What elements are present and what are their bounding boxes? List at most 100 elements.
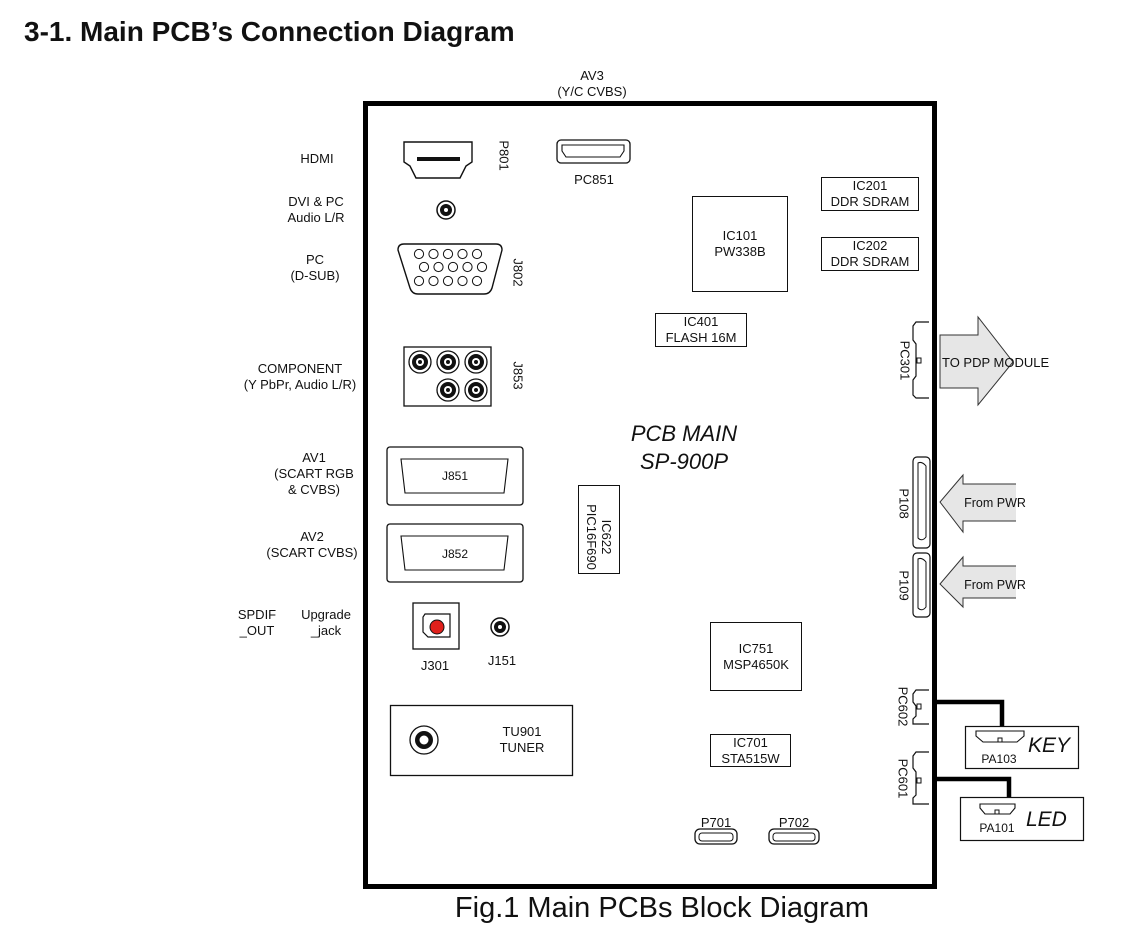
board-name: PCB MAIN SP-900P (604, 420, 764, 476)
chip-ic201-id: IC201 (852, 178, 888, 193)
dsub-pin (418, 261, 430, 273)
key-cable (937, 699, 1005, 726)
label-av1-line3: & CVBS) (287, 482, 340, 497)
label-hdmi: HDMI (280, 151, 354, 167)
label-av1: AV1 (SCART RGB & CVBS) (262, 450, 366, 498)
chip-ic201-part: DDR SDRAM (830, 194, 910, 209)
led-cable (937, 776, 1012, 797)
label-av3-line1: AV3 (580, 68, 604, 83)
dsub-pin (442, 248, 454, 260)
label-av1-line2: (SCART RGB (274, 466, 354, 481)
chip-ic751: IC751 MSP4650K (710, 622, 802, 691)
chip-ic101: IC101 PW338B (692, 196, 788, 292)
label-upgrade-line1: Upgrade (301, 607, 351, 622)
label-spdif: SPDIF _OUT (232, 607, 282, 639)
to-pdp-arrow (939, 315, 1014, 407)
rca-jack-icon (408, 350, 432, 374)
connector-p702: P702 (778, 815, 810, 830)
dsub-pin (471, 248, 483, 260)
board-name-line1: PCB MAIN (630, 421, 738, 446)
chip-ic622-id: IC622 (599, 519, 614, 555)
led-connector-label: PA101 (979, 821, 1015, 835)
connector-pc301: PC301 (897, 340, 913, 381)
figure-caption: Fig.1 Main PCBs Block Diagram (454, 892, 870, 924)
pc851-connector-icon (556, 139, 631, 164)
label-dvi-line1: DVI & PC (288, 194, 344, 209)
connector-j802: J802 (510, 258, 526, 287)
connector-pc601: PC601 (895, 758, 911, 799)
label-pc-dsub: PC (D-SUB) (280, 252, 350, 284)
rca-jack-icon (464, 378, 488, 402)
scart-j851-housing (386, 446, 524, 506)
connector-p701: P701 (700, 815, 732, 830)
chip-ic202: IC202 DDR SDRAM (821, 237, 919, 271)
from-pwr-arrow-2 (939, 555, 1016, 609)
dsub-pin (457, 248, 468, 260)
label-av2-line1: AV2 (300, 529, 324, 544)
p109-connector-icon (912, 552, 931, 618)
chip-ic622: IC622 PIC16F690 (578, 485, 620, 574)
chip-ic622-part: PIC16F690 (584, 504, 599, 570)
connector-j151: J151 (487, 653, 517, 668)
rca-jack-icon (464, 350, 488, 374)
label-av2: AV2 (SCART CVBS) (262, 529, 362, 561)
chip-ic751-id: IC751 (738, 640, 774, 656)
connector-j852: J852 (441, 547, 469, 561)
from-pwr-label-2: From PWR (964, 578, 1026, 592)
page-title: 3-1. Main PCB’s Connection Diagram (24, 16, 515, 47)
dsub-pin (457, 275, 468, 287)
board-name-line2: SP-900P (639, 449, 729, 474)
key-connector-label: PA103 (981, 752, 1017, 766)
chip-ic201: IC201 DDR SDRAM (821, 177, 919, 211)
label-spdif-line2: _OUT (239, 623, 275, 638)
chip-ic101-id: IC101 (722, 228, 758, 243)
label-dvi-audio: DVI & PC Audio L/R (276, 194, 356, 226)
pcb-main-frame (363, 101, 937, 889)
dsub-pin (413, 275, 425, 287)
dsub-pin (433, 261, 444, 273)
dsub-pin (462, 261, 473, 273)
chip-ic701-part: STA515W (721, 750, 780, 766)
label-dvi-line2: Audio L/R (287, 210, 345, 225)
label-av3: AV3 (Y/C CVBS) (556, 68, 628, 100)
scart-j852-housing (386, 523, 524, 583)
connector-pc602: PC602 (895, 686, 911, 727)
chip-ic401: IC401 FLASH 16M (655, 313, 747, 347)
dsub-pin (413, 248, 425, 260)
dsub-pin (476, 261, 488, 273)
key-board-name: KEY (1028, 734, 1071, 757)
dsub-pin (471, 275, 483, 287)
connector-pc851: PC851 (574, 172, 614, 187)
dsub-pin (428, 275, 439, 287)
chip-tu901-id: TU901 (502, 724, 542, 739)
label-av1-line1: AV1 (302, 450, 326, 465)
connector-p801: P801 (496, 140, 512, 171)
led-board-box (959, 796, 1085, 842)
to-pdp-label: TO PDP MODULE (942, 355, 1050, 370)
label-component-line1: COMPONENT (257, 361, 343, 376)
rca-jack-icon (436, 350, 460, 374)
label-hdmi-line1: HDMI (300, 151, 334, 166)
label-upgrade: Upgrade _jack (296, 607, 356, 639)
connector-j851: J851 (441, 469, 469, 483)
chip-ic751-part: MSP4650K (723, 656, 789, 672)
chip-ic202-id: IC202 (852, 238, 888, 253)
rca-jack-icon (436, 378, 460, 402)
chip-ic701: IC701 STA515W (710, 734, 791, 767)
label-pc-line2: (D-SUB) (290, 268, 340, 283)
connector-j301: J301 (420, 658, 450, 673)
label-spdif-line1: SPDIF (237, 607, 277, 622)
optical-port-icon (429, 619, 445, 635)
chip-ic401-id: IC401 (683, 314, 719, 329)
chip-ic701-id: IC701 (733, 734, 768, 750)
p701-connector-icon (694, 828, 738, 845)
led-board-name: LED (1026, 808, 1067, 831)
dsub-pin (428, 248, 439, 260)
dsub-pin (447, 261, 459, 273)
label-av2-line2: (SCART CVBS) (266, 545, 358, 560)
label-component: COMPONENT (Y PbPr, Audio L/R) (238, 361, 362, 393)
chip-ic401-part: FLASH 16M (665, 330, 737, 345)
chip-tu901-part: TUNER (499, 740, 545, 755)
connector-p109: P109 (896, 570, 912, 601)
from-pwr-label-1: From PWR (964, 496, 1026, 510)
